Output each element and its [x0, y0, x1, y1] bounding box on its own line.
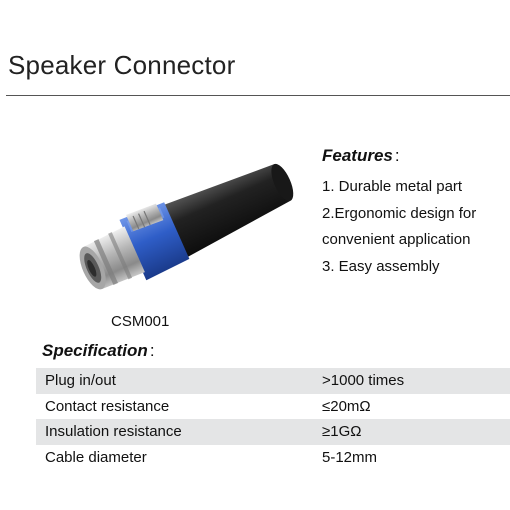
feature-item: convenient application [322, 231, 471, 248]
product-model-label: CSM001 [111, 313, 170, 330]
feature-item: 2.Ergonomic design for [322, 204, 477, 222]
table-row: Cable diameter 5-12mm [36, 445, 510, 471]
features-heading-colon: : [394, 146, 400, 165]
specification-heading-colon: : [149, 341, 155, 360]
page-title: Speaker Connector [8, 50, 236, 80]
spec-value: ≥1GΩ [322, 423, 362, 440]
specification-heading-text: Specification [42, 341, 148, 360]
spec-label: Cable diameter [45, 448, 147, 466]
features-section: Features: 1. Durable metal part 2.Ergono… [322, 146, 510, 280]
spec-label: Insulation resistance [45, 423, 182, 440]
features-heading: Features: [322, 146, 510, 166]
spec-value: >1000 times [322, 372, 405, 389]
features-heading-text: Features [322, 146, 393, 165]
specification-table: Plug in/out >1000 times Contact resistan… [36, 368, 510, 470]
title-divider [6, 95, 510, 96]
speaker-connector-plug-icon [79, 163, 294, 290]
feature-item: 1. Durable metal part [322, 178, 463, 195]
specification-heading: Specification: [42, 341, 155, 361]
spec-value: 5-12mm [322, 448, 378, 466]
table-row: Contact resistance ≤20mΩ [36, 394, 510, 420]
spec-label: Plug in/out [45, 372, 116, 389]
spec-label: Contact resistance [45, 397, 170, 415]
spec-value: ≤20mΩ [322, 397, 371, 415]
feature-item: 3. Easy assembly [322, 257, 440, 275]
table-row: Insulation resistance ≥1GΩ [36, 419, 510, 445]
table-row: Plug in/out >1000 times [36, 368, 510, 394]
